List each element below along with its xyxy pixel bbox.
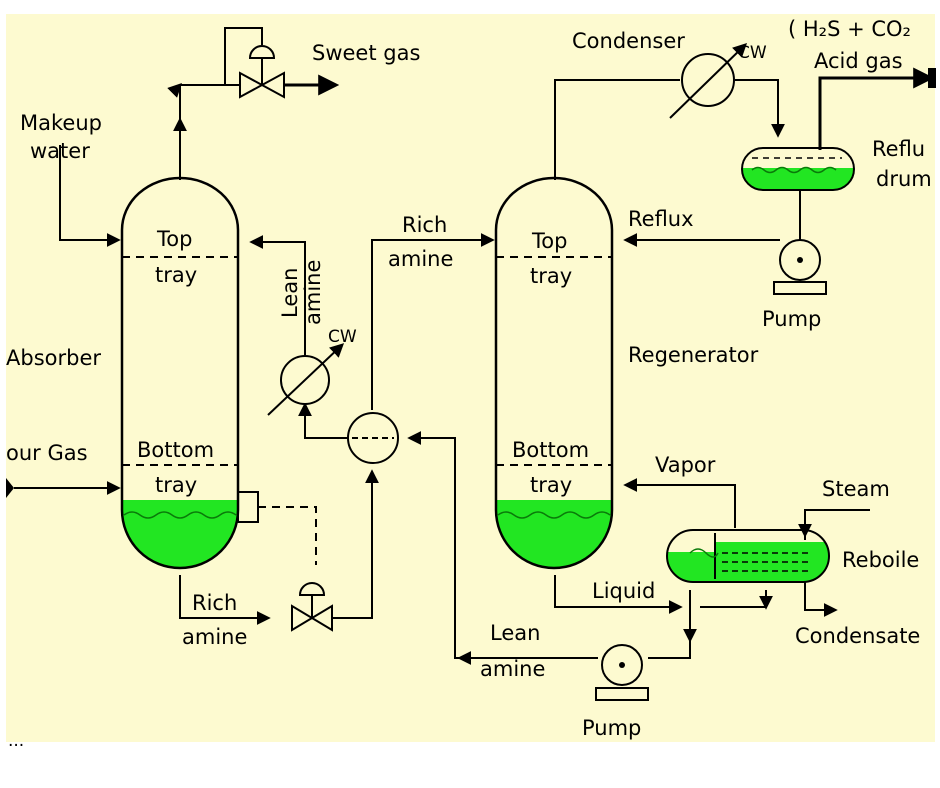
label-regenerator: Regenerator	[628, 343, 759, 367]
label-sweet-gas: Sweet gas	[312, 41, 420, 65]
label-reflux-drum-1: Reflu	[872, 137, 925, 161]
reflux-pump	[773, 239, 827, 295]
label-cw-condenser: CW	[738, 43, 767, 63]
lean-rich-exchanger	[347, 412, 399, 464]
lean-amine-cooler	[267, 343, 345, 416]
label-reflux: Reflux	[628, 207, 694, 231]
label-liquid: Liquid	[592, 579, 655, 603]
rich-amine-control-valve	[291, 582, 333, 632]
label-rich-bottom: Rich	[192, 591, 237, 615]
label-regen-top: Top	[531, 229, 567, 253]
label-makeup: Makeup	[20, 111, 102, 135]
diagram-labels: Sweet gas Makeup water Absorber our Gas …	[6, 17, 932, 751]
process-piping	[14, 27, 935, 665]
label-amine-vertical: amine	[301, 260, 325, 325]
label-amine-bottom: amine	[182, 625, 247, 649]
label-amine-top: amine	[388, 247, 453, 271]
label-lean-vertical: Lean	[278, 268, 302, 318]
label-absorber-top-tray: tray	[155, 263, 197, 287]
sour-gas-inlet-arrow	[6, 478, 14, 498]
label-pump-top: Pump	[762, 307, 821, 331]
label-absorber-bottom-tray: tray	[155, 473, 197, 497]
label-cw-lean: CW	[328, 327, 357, 347]
label-absorber-bottom: Bottom	[137, 438, 214, 462]
label-acid-gas: Acid gas	[814, 49, 903, 73]
label-regen-bottom-tray: tray	[530, 473, 572, 497]
label-caption-fragment: ...	[8, 731, 24, 751]
label-regen-top-tray: tray	[530, 264, 572, 288]
label-regen-bottom: Bottom	[512, 438, 589, 462]
label-condensate: Condensate	[795, 624, 920, 648]
label-steam: Steam	[822, 477, 890, 501]
label-reboiler: Reboile	[842, 548, 919, 572]
sweet-gas-control-valve	[239, 45, 285, 99]
label-water: water	[30, 139, 90, 163]
reflux-drum	[741, 147, 855, 191]
reboiler	[666, 529, 830, 583]
label-amine-lean-bottom: amine	[480, 657, 545, 681]
label-reflux-drum-2: drum	[876, 167, 932, 191]
label-rich-top: Rich	[402, 213, 447, 237]
label-condenser: Condenser	[572, 29, 685, 53]
label-absorber: Absorber	[6, 346, 101, 370]
label-lean-bottom: Lean	[490, 621, 540, 645]
label-sour-gas: our Gas	[6, 441, 88, 465]
label-pump-bottom: Pump	[582, 716, 641, 740]
condenser	[669, 43, 748, 119]
label-vapor: Vapor	[655, 453, 716, 477]
acid-gas-outlet	[928, 68, 936, 88]
label-absorber-top: Top	[156, 227, 192, 251]
lean-amine-pump	[595, 644, 649, 701]
label-acid-gas-formula: ( H₂S + CO₂	[788, 17, 911, 41]
